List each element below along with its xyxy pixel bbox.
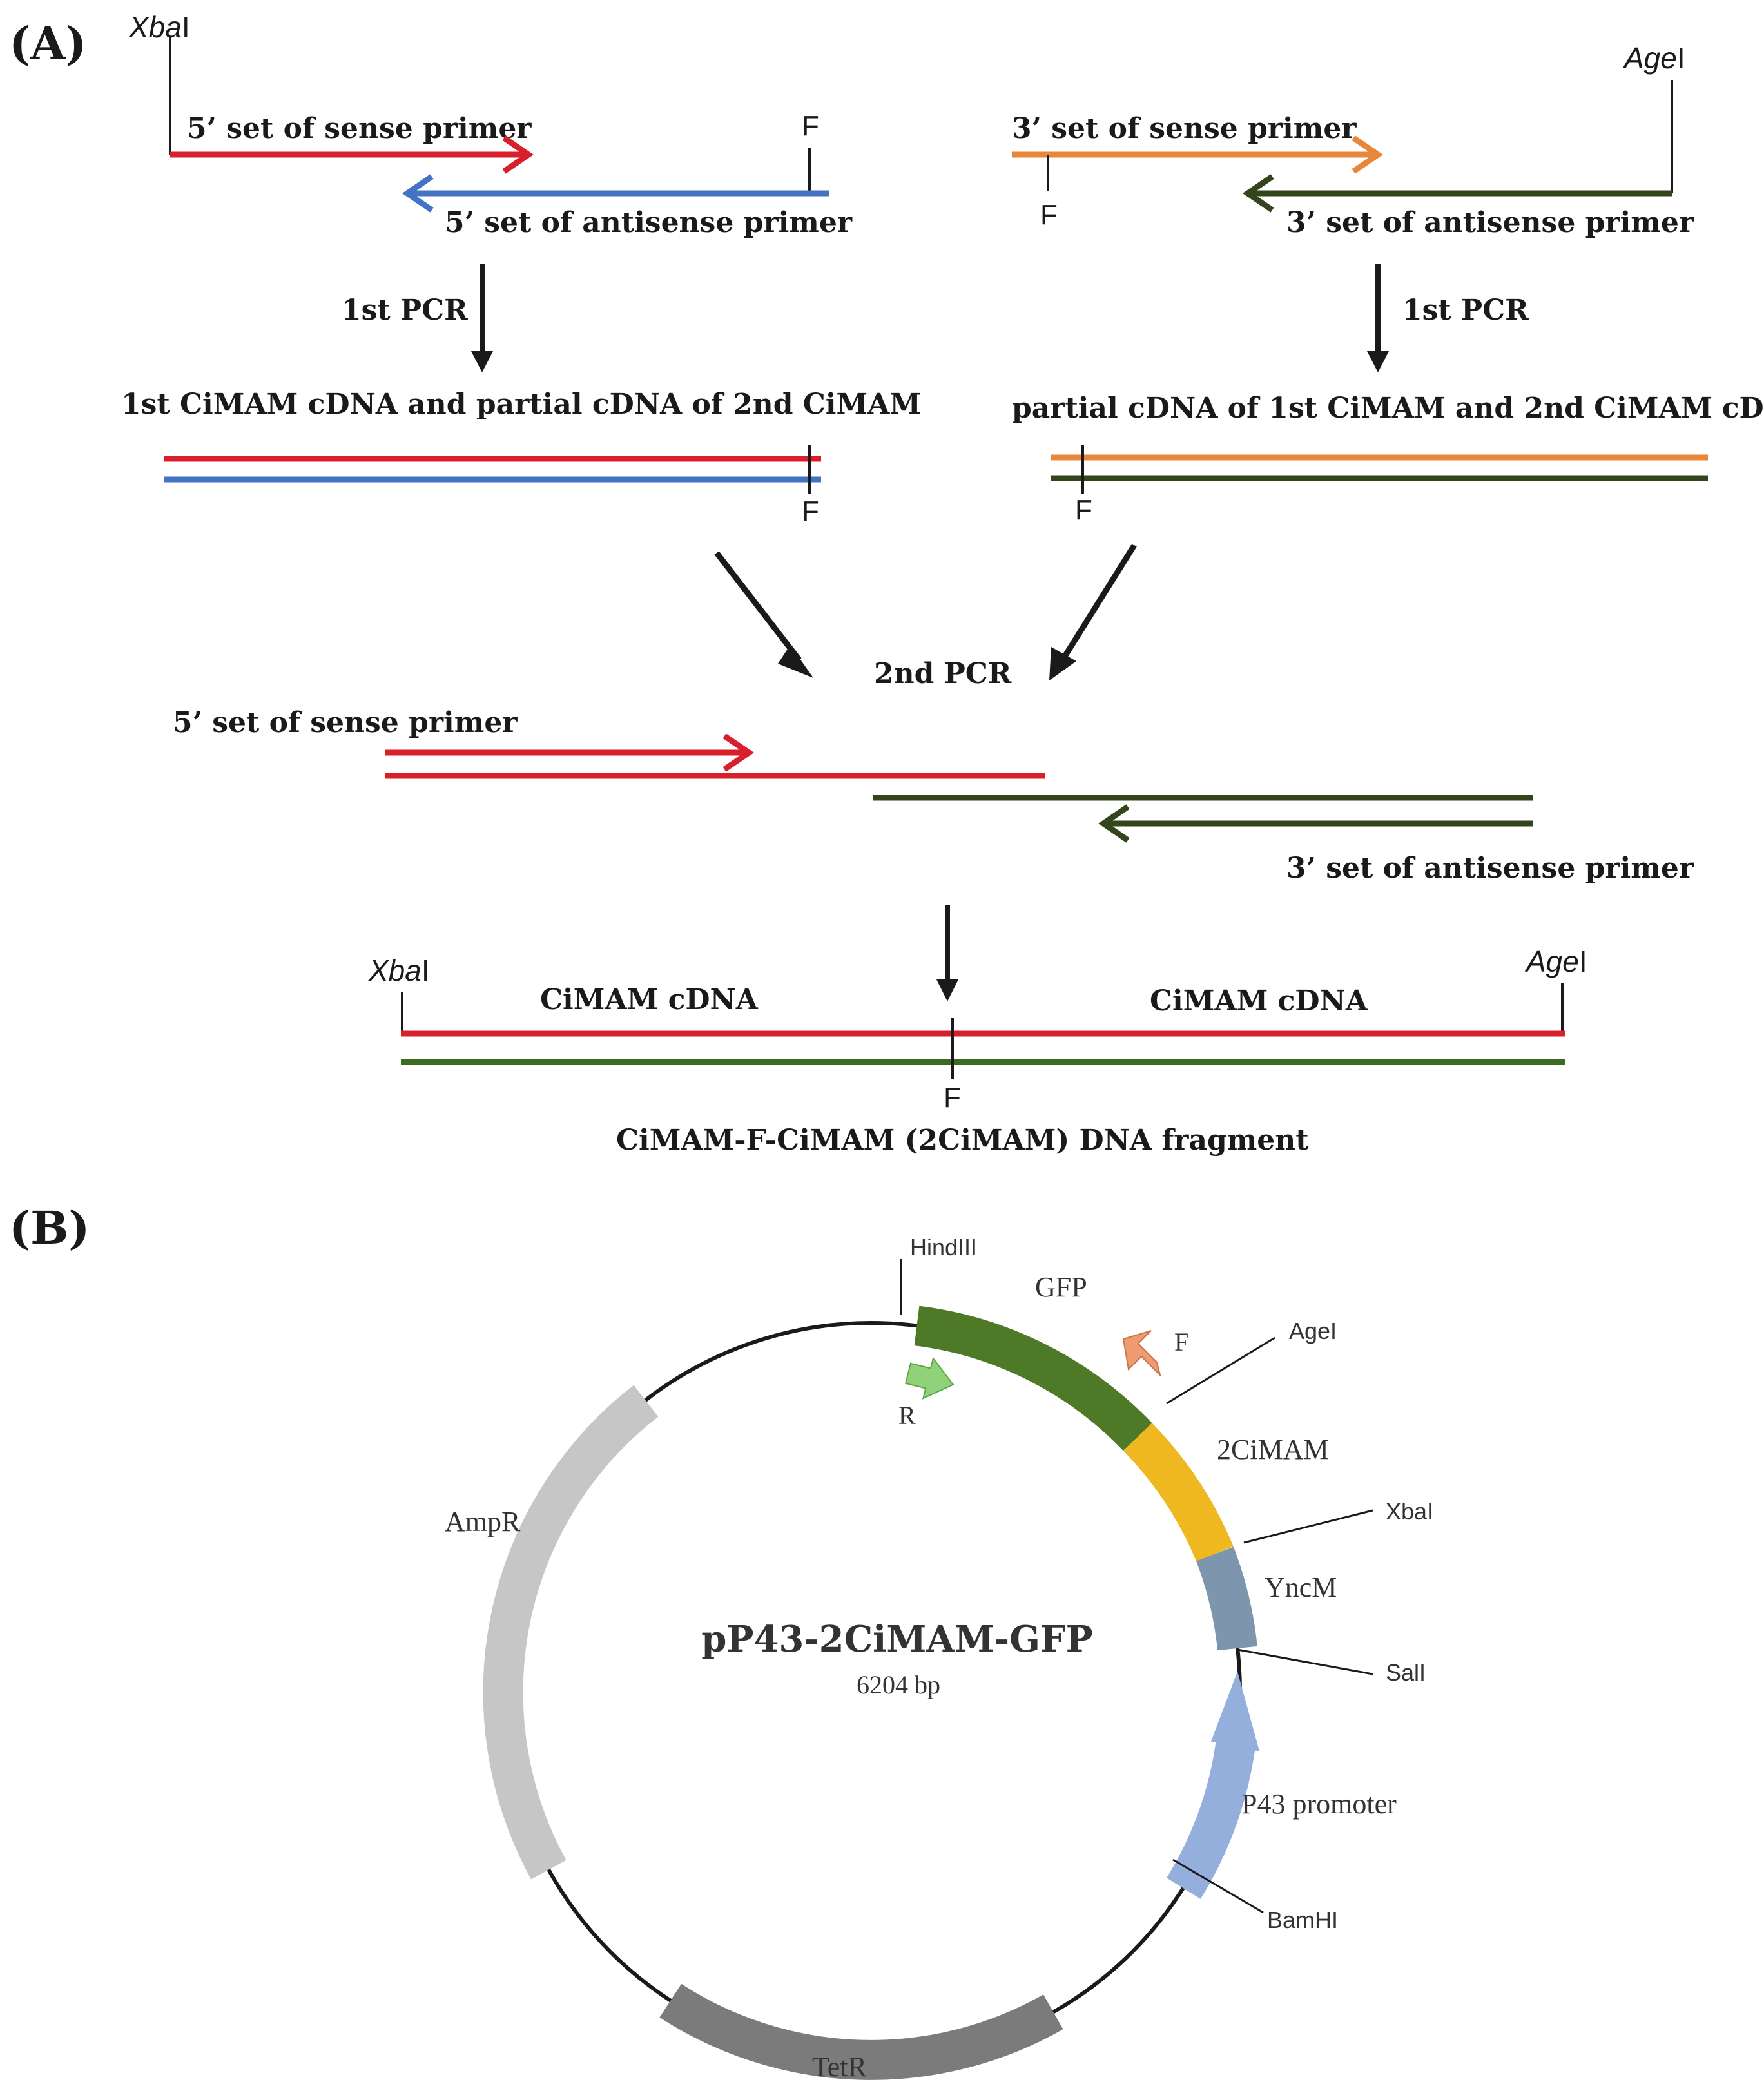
fragment-caption: CiMAM-F-CiMAM (2CiMAM) DNA fragment [616,1124,1309,1157]
svg-text:AgeI: AgeI [1289,1318,1337,1344]
f-mark-product-left: F [802,496,819,527]
plasmid-name: pP43-2CiMAM-GFP [701,1618,1093,1661]
svg-text:BamHI: BamHI [1267,1907,1338,1933]
svg-text:XbaI: XbaI [368,954,430,987]
svg-text:HindIII: HindIII [910,1234,977,1260]
svg-text:AgeI: AgeI [1524,945,1587,978]
plasmid-size: 6204 bp [857,1670,940,1699]
first-pcr-arrow-right [1367,264,1389,372]
f-mark-final: F [944,1018,961,1113]
panel-a-label: (A) [9,17,87,70]
yncm-label: YncM [1265,1572,1337,1603]
svg-text:F: F [1040,199,1058,231]
tetr-feature-arc [659,1983,1063,2080]
cimam-feature-arc [1123,1423,1234,1562]
five-sense-primer-arrow [170,135,534,174]
product-right-caption: partial cDNA of 1st CiMAM and 2nd CiMAM … [1012,392,1764,425]
cimam-label: 2CiMAM [1217,1434,1329,1465]
p43-promoter-label: P43 promoter [1241,1788,1397,1820]
f-mark-product-right: F [1075,494,1092,526]
xbai-site-bottom: XbaI [368,954,430,1034]
bamhi-site: BamHI [1172,1858,1338,1933]
p43-promoter-arc [1166,1739,1256,1899]
converge-arrow-left [714,551,813,678]
second-pcr-antisense-primer-arrow [1098,804,1533,843]
three-sense-primer-label: 3’ set of sense primer [1012,112,1357,145]
second-pcr-label: 2nd PCR [874,657,1012,690]
first-pcr-label-right: 1st PCR [1402,294,1529,327]
sali-site: SalI [1237,1648,1426,1686]
hindiii-site: HindIII [900,1234,977,1315]
xbai-label-top: XbaI [128,10,190,44]
yncm-feature-arc [1196,1547,1257,1651]
ampr-feature-arc [483,1385,659,1880]
svg-text:SalI: SalI [1386,1659,1426,1686]
three-antisense-primer-arrow [1243,174,1672,213]
three-sense-primer-arrow [1012,135,1383,174]
primer-f-marker: F [1122,1327,1188,1378]
five-sense-primer-label-2: 5’ set of sense primer [173,706,518,739]
gfp-label: GFP [1035,1271,1087,1303]
first-pcr-label-left: 1st PCR [342,294,468,327]
cimam-cdna-left-label: CiMAM cDNA [540,983,759,1016]
product-left-caption: 1st CiMAM cDNA and partial cDNA of 2nd C… [121,388,921,421]
ampr-label: AmpR [445,1506,521,1537]
agei-site: AgeI [1166,1318,1337,1405]
five-antisense-primer-label: 5’ set of antisense primer [445,206,853,239]
svg-text:F: F [1174,1327,1188,1356]
converge-arrow-right [1049,543,1137,680]
tetr-label: TetR [812,2051,867,2082]
second-pcr-sense-primer-arrow [385,733,754,772]
product-right-strands: F [1051,445,1708,526]
p43-promoter-arrowhead [1210,1672,1260,1751]
agei-site-top: AgeI [1622,41,1685,193]
f-mark-top-left: F [802,110,819,195]
f-mark-top-right: F [1040,155,1058,231]
svg-text:AgeI: AgeI [1622,41,1685,75]
svg-text:XbaI: XbaI [1386,1498,1433,1525]
final-down-arrow [936,905,958,1001]
xbai-site-top: XbaI [128,10,190,155]
three-antisense-primer-label-2: 3’ set of antisense primer [1286,852,1694,885]
five-sense-primer-label: 5’ set of sense primer [187,112,532,145]
primer-r-marker: R [898,1356,955,1430]
cimam-cdna-right-label: CiMAM cDNA [1150,985,1368,1017]
agei-site-bottom: AgeI [1524,945,1587,1034]
product-left-strands: F [164,445,821,527]
first-pcr-arrow-left [471,264,493,372]
svg-text:F: F [802,110,819,142]
svg-text:R: R [898,1401,916,1430]
three-antisense-primer-label: 3’ set of antisense primer [1286,206,1694,239]
xbai-site: XbaI [1243,1498,1433,1544]
gfp-feature-arc [914,1306,1152,1451]
five-antisense-primer-arrow [402,174,829,213]
svg-text:F: F [944,1082,961,1113]
panel-b-label: (B) [9,1201,90,1255]
